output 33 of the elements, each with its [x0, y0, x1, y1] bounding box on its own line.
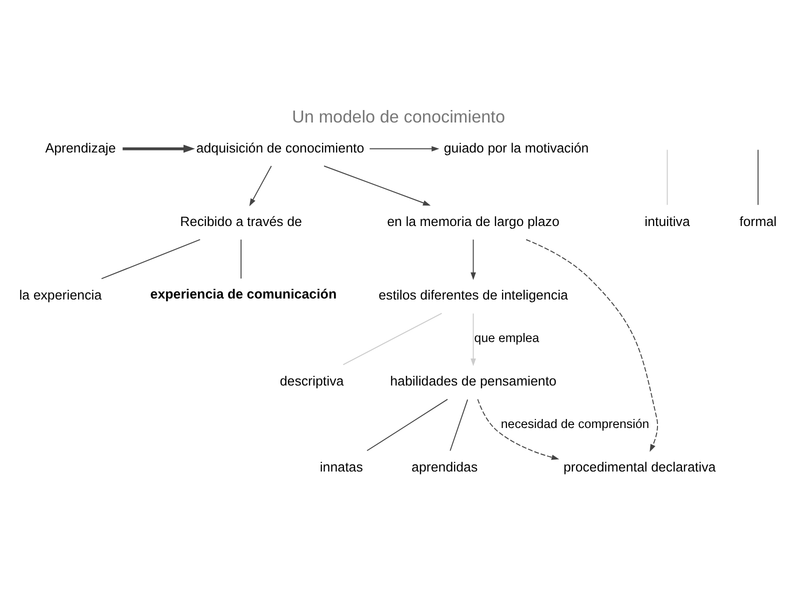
edge-label: necesidad de comprensión: [500, 416, 650, 431]
arrow: [477, 398, 560, 460]
arrow: [470, 238, 476, 280]
node-text: adquisición de conocimiento: [196, 140, 364, 155]
node-text: la experiencia: [19, 286, 102, 302]
node-text: Recibido a través de: [180, 213, 302, 228]
node-text: procedimental declarativa: [563, 459, 716, 474]
node-text: formal: [740, 213, 777, 228]
edge-label: que emplea: [474, 330, 540, 345]
arrow: [369, 146, 440, 151]
connector: [450, 398, 468, 451]
connector: [240, 238, 242, 279]
node-text: descriptiva: [280, 373, 344, 388]
connector: [101, 238, 201, 279]
arrow: [470, 312, 476, 366]
node-text: innatas: [320, 459, 363, 474]
node-text: guiado por la motivación: [444, 140, 589, 155]
arrow: [249, 165, 272, 206]
diagram-title: Un modelo de conocimiento: [292, 106, 506, 126]
node-text: estilos diferentes de inteligencia: [378, 286, 568, 302]
connector: [366, 398, 448, 451]
node-text: experiencia de comunicación: [150, 286, 337, 302]
connector: [342, 312, 442, 365]
arrow: [526, 238, 658, 452]
node-text: aprendidas: [412, 459, 478, 474]
arrow: [122, 144, 195, 152]
node-text: habilidades de pensamiento: [390, 373, 556, 388]
connector: [666, 148, 668, 205]
node-text: Aprendizaje: [45, 140, 116, 155]
node-text: intuitiva: [644, 213, 690, 228]
node-text: en la memoria de largo plazo: [387, 213, 560, 228]
arrow: [324, 165, 431, 206]
connector: [758, 148, 759, 205]
